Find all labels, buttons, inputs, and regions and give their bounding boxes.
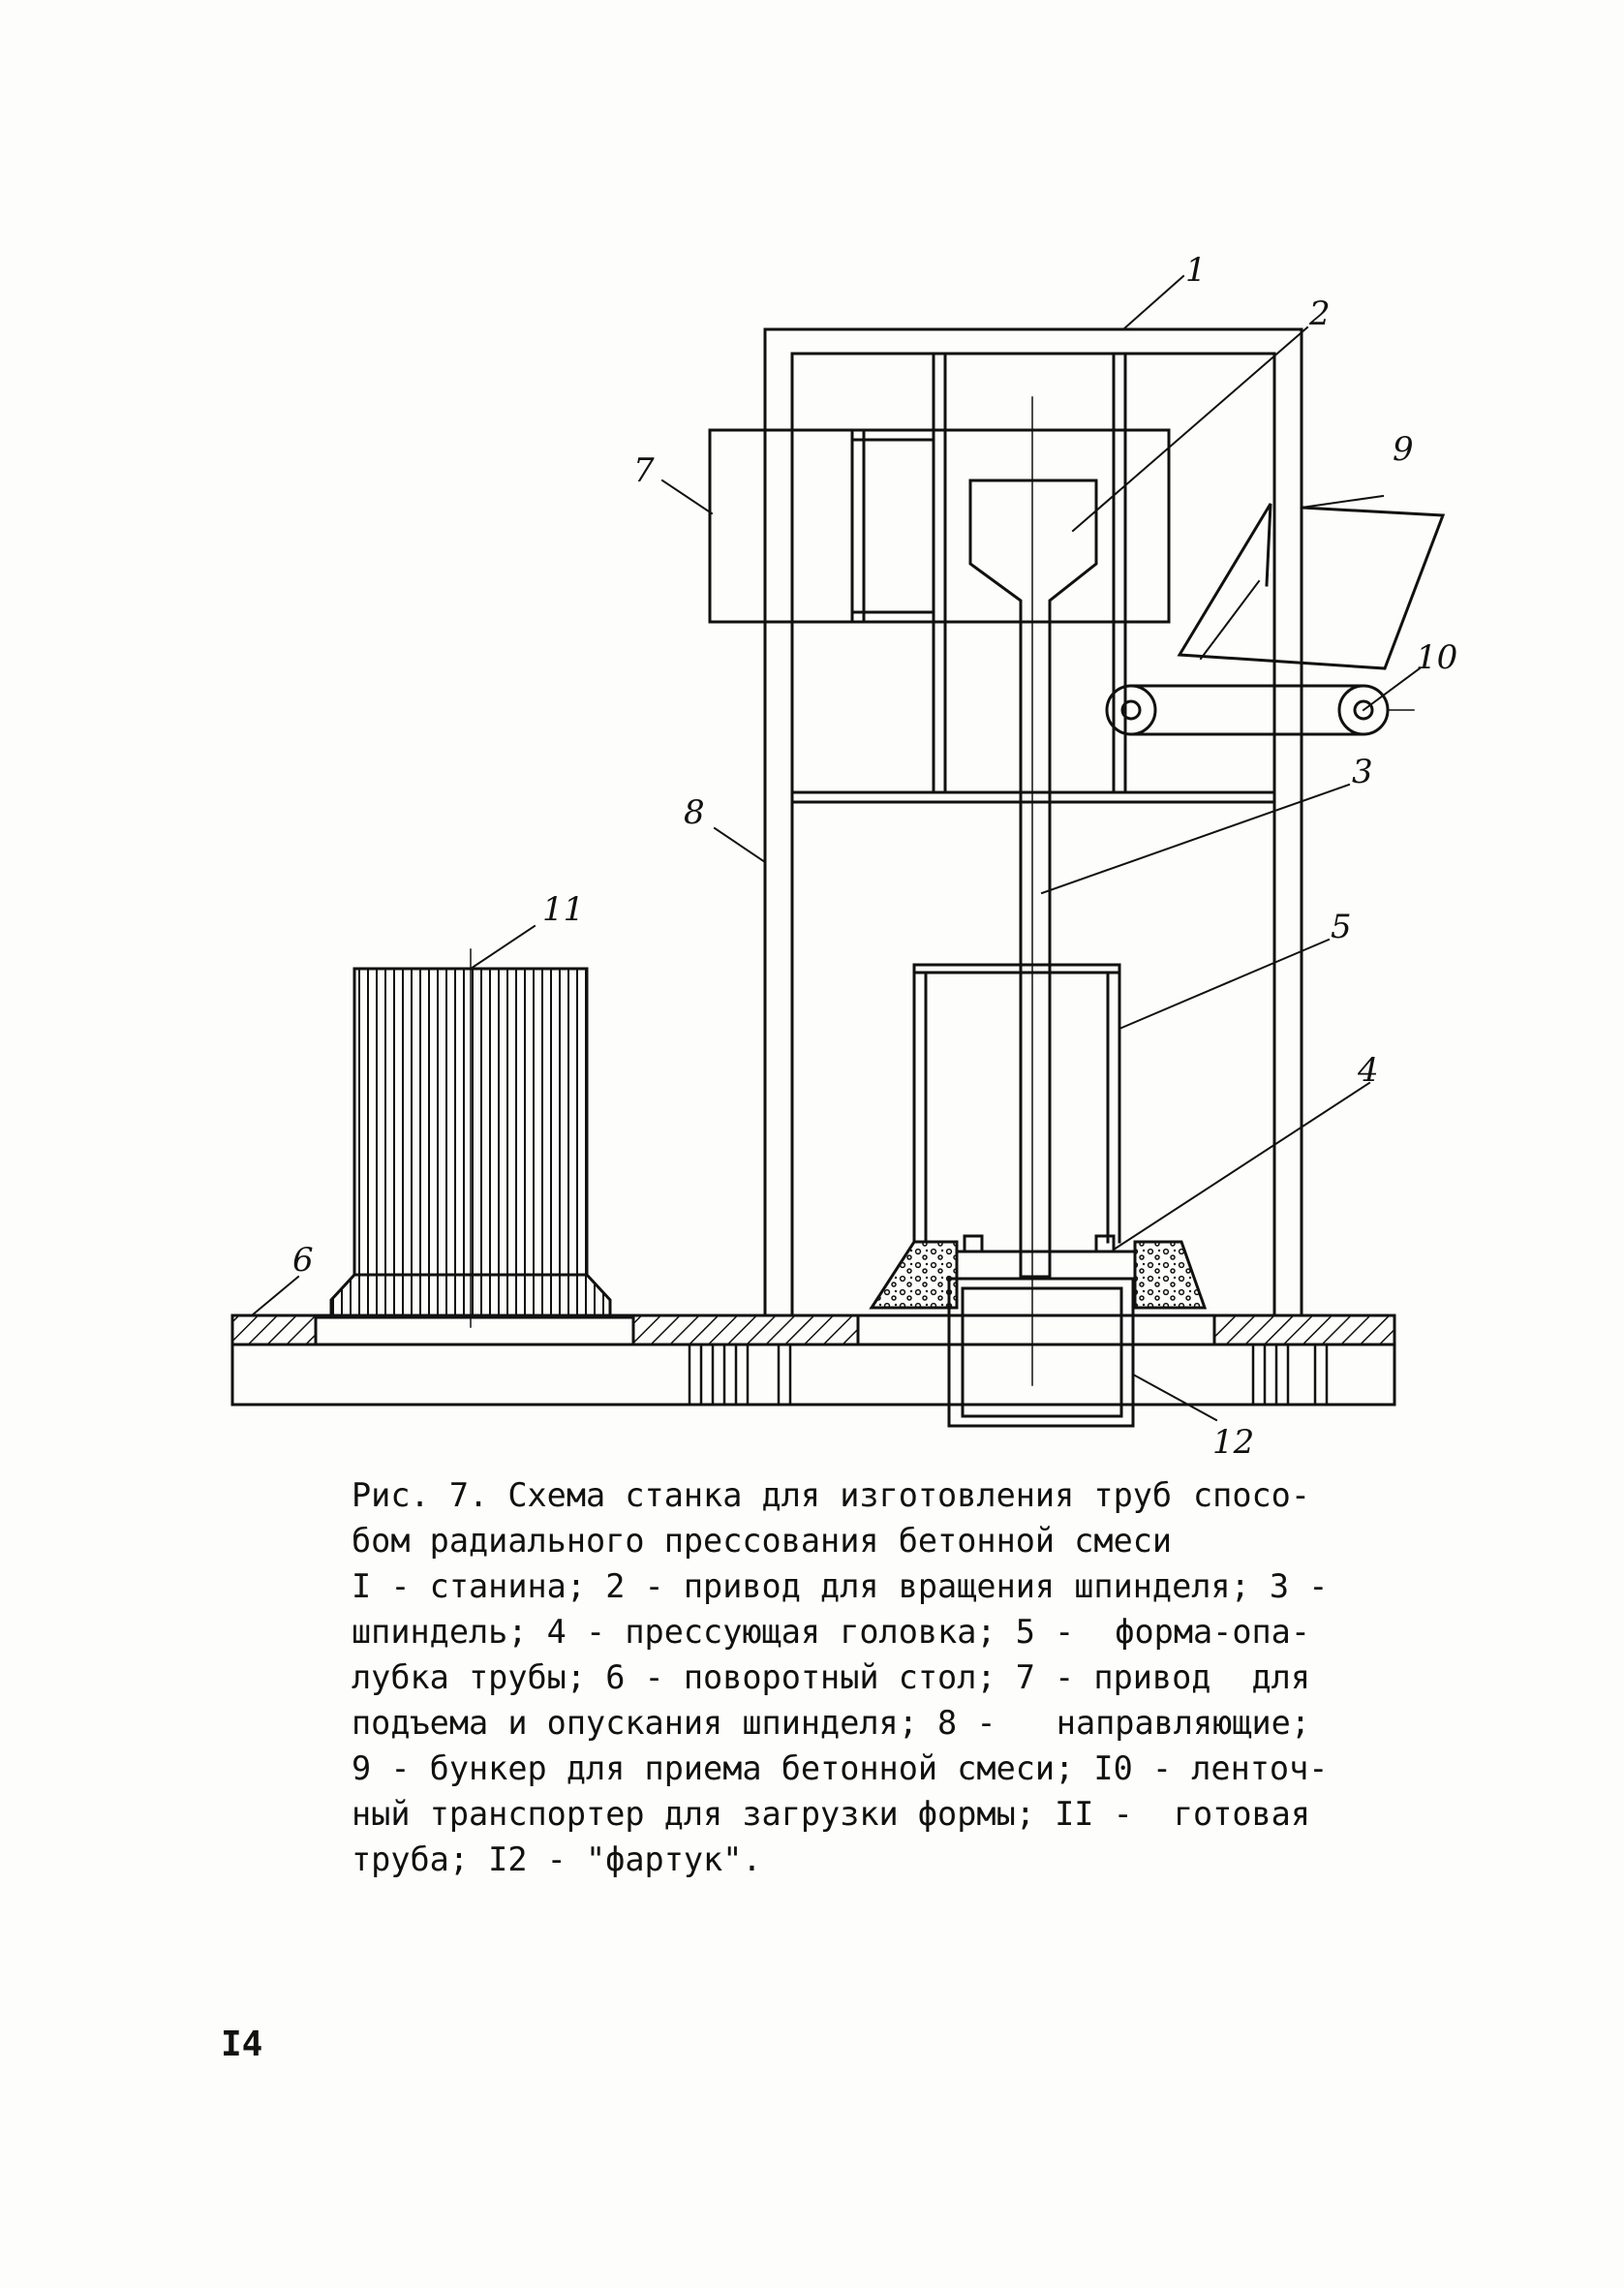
legend-line-6: ный транспортер для загрузки формы; II -… bbox=[352, 1791, 1310, 1837]
machine-diagram: 1 2 3 4 5 6 7 8 9 10 11 12 bbox=[230, 251, 1457, 1453]
page-number: I4 bbox=[221, 2025, 263, 2064]
lift-drive bbox=[708, 428, 1171, 624]
callout-7: 7 bbox=[633, 451, 655, 490]
callout-3: 3 bbox=[1352, 753, 1373, 791]
legend-text-end: форма-опа- bbox=[1115, 1613, 1310, 1651]
legend-text: ный транспортер для загрузки формы; II - bbox=[352, 1795, 1133, 1833]
legend-line-7: труба; I2 - "фартук". bbox=[352, 1840, 762, 1878]
callout-4: 4 bbox=[1357, 1051, 1379, 1090]
callout-10: 10 bbox=[1416, 638, 1457, 677]
finished-pipe bbox=[314, 948, 635, 1346]
callout-12: 12 bbox=[1212, 1423, 1254, 1453]
callout-1: 1 bbox=[1185, 251, 1207, 290]
legend-line-2: шпиндель; 4 - прессующая головка; 5 - фо… bbox=[352, 1609, 1310, 1654]
rotary-table bbox=[230, 1314, 1396, 1407]
legend-text: лубка трубы; 6 - поворотный стол; 7 - пр… bbox=[352, 1658, 1211, 1696]
caption-title-text-end: спосо- bbox=[1192, 1476, 1310, 1514]
apron bbox=[869, 1240, 1208, 1428]
callout-11: 11 bbox=[542, 890, 584, 929]
legend-line-4: подъема и опускания шпинделя; 8 - направ… bbox=[352, 1700, 1310, 1746]
legend-text-end: готовая bbox=[1173, 1795, 1310, 1833]
figure-caption: Рис. 7. Схема станка для изготовления тр… bbox=[352, 1472, 1329, 1882]
legend-text-end: для bbox=[1251, 1658, 1310, 1696]
form bbox=[912, 963, 1121, 1244]
hopper bbox=[1177, 503, 1446, 670]
legend-line-3: лубка трубы; 6 - поворотный стол; 7 - пр… bbox=[352, 1654, 1310, 1700]
callout-5: 5 bbox=[1331, 908, 1352, 946]
callout-9: 9 bbox=[1393, 430, 1414, 469]
callout-2: 2 bbox=[1308, 294, 1331, 333]
callout-6: 6 bbox=[292, 1241, 314, 1280]
frame bbox=[763, 327, 1303, 1317]
callout-8: 8 bbox=[684, 793, 705, 832]
caption-title-line-1: Рис. 7. Схема станка для изготовления тр… bbox=[352, 1472, 1310, 1518]
leader-lines bbox=[250, 274, 1422, 1422]
belt-conveyor bbox=[1105, 684, 1415, 736]
caption-title-text: Рис. 7. Схема станка для изготовления тр… bbox=[352, 1476, 1173, 1514]
spindle bbox=[968, 396, 1098, 1386]
legend-text: подъема и опускания шпинделя; 8 - bbox=[352, 1704, 996, 1742]
caption-title-line-2: бом радиального прессования бетонной сме… bbox=[352, 1522, 1173, 1560]
legend-text: шпиндель; 4 - прессующая головка; 5 - bbox=[352, 1613, 1075, 1651]
legend-line-5: 9 - бункер для приема бетонной смеси; I0… bbox=[352, 1749, 1329, 1787]
legend-text-end: направляющие; bbox=[1056, 1704, 1310, 1742]
legend-line-1: I - станина; 2 - привод для вращения шпи… bbox=[352, 1567, 1329, 1605]
